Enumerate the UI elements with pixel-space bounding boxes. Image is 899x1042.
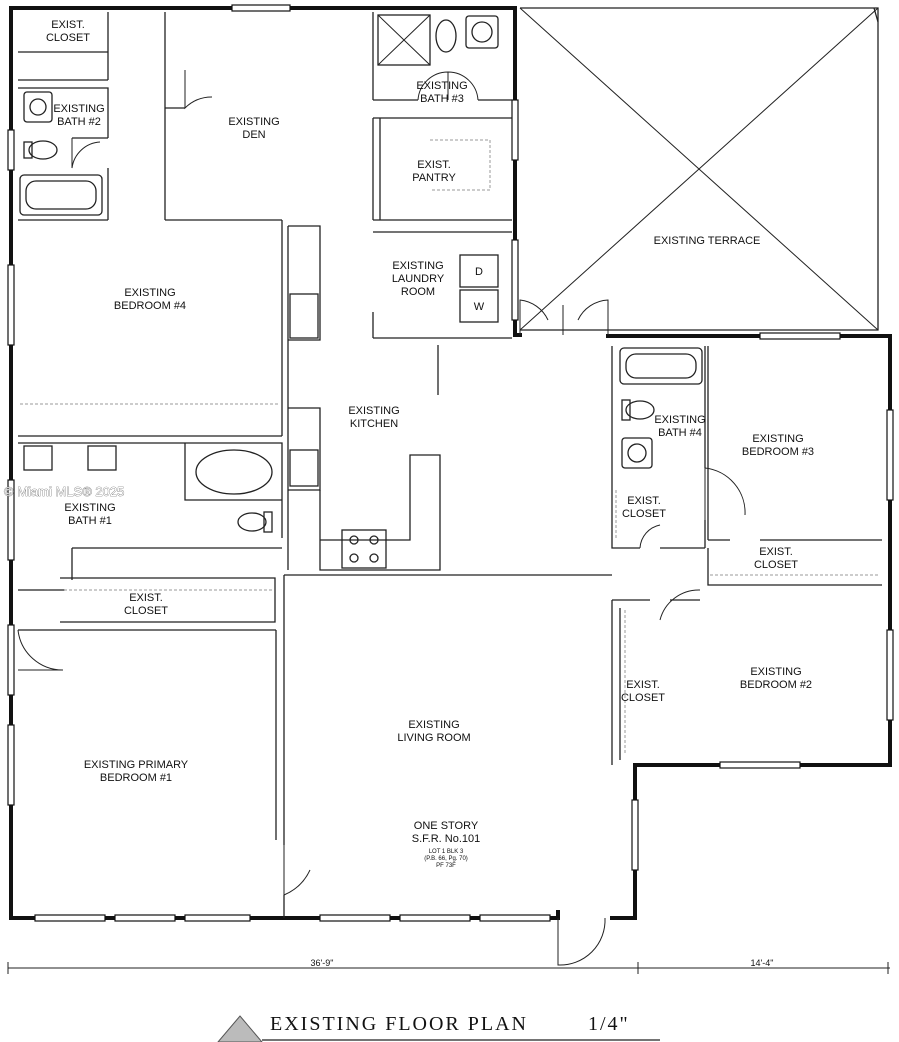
dryer-label: D <box>475 266 483 278</box>
fixtures <box>19 14 880 755</box>
terrace <box>519 7 879 331</box>
label-closet-top-left: EXIST.CLOSET <box>46 19 90 44</box>
label-closet-bath-4: EXIST.CLOSET <box>622 495 666 520</box>
title-text: EXISTING FLOOR PLAN <box>270 1013 528 1035</box>
legal-note: LOT 1 BLK 3(P.B. 66, Pg. 70)PF 73F <box>424 849 468 869</box>
interior-walls <box>18 12 882 918</box>
dimension-left-width: 36'-9" <box>311 958 334 968</box>
label-terrace: EXISTING TERRACE <box>654 235 761 247</box>
watermark: © Miami MLS® 2025 <box>4 484 124 499</box>
windows <box>7 4 894 922</box>
label-closet-bedroom-3: EXIST.CLOSET <box>754 546 798 571</box>
north-arrow-icon <box>217 1015 263 1042</box>
drawing-title: EXISTING FLOOR PLAN 1/4" <box>217 1013 660 1042</box>
title-scale: 1/4" <box>588 1013 630 1035</box>
dimension-right-width: 14'-4" <box>751 958 774 968</box>
label-closet-bedroom-2: EXIST.CLOSET <box>621 679 665 704</box>
label-closet-primary: EXIST.CLOSET <box>124 592 168 617</box>
doors <box>17 70 746 966</box>
washer-label: W <box>474 301 485 313</box>
dimension-lines: 36'-9" 14'-4" <box>7 958 890 974</box>
label-pantry: EXIST.PANTRY <box>412 159 456 184</box>
